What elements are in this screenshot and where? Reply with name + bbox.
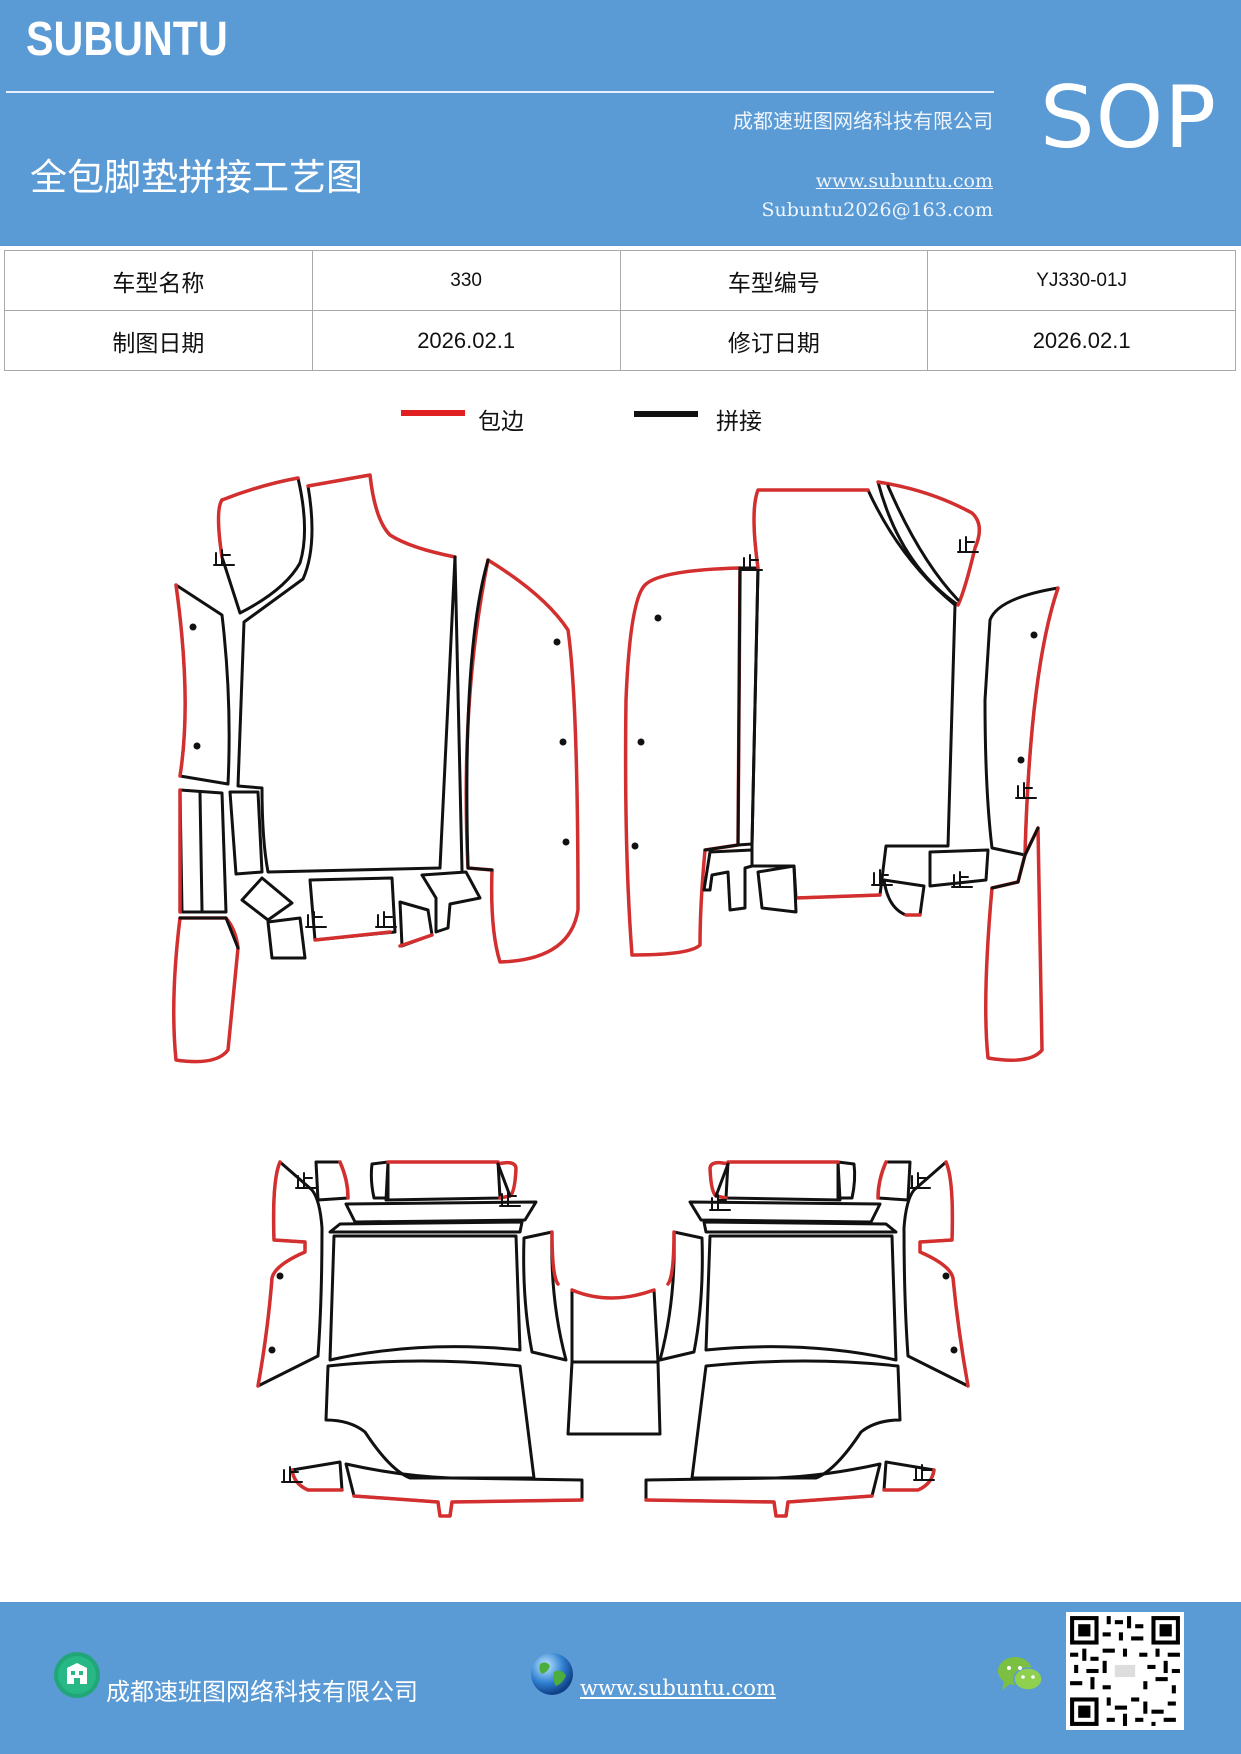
table-row: 制图日期 2026.02.1 修订日期 2026.02.1 xyxy=(4,310,1236,371)
value-revision-date: 2026.02.1 xyxy=(927,310,1236,371)
footer-company-name: 成都速班图网络科技有限公司 xyxy=(106,1678,418,1706)
label-revision-date: 修订日期 xyxy=(619,310,929,371)
qr-code-pattern xyxy=(1066,1612,1184,1730)
building-icon xyxy=(54,1652,100,1698)
header-banner: SUBUNTU 成都速班图网络科技有限公司 全包脚垫拼接工艺图 www.subu… xyxy=(0,0,1241,246)
brand-logo: SUBUNTU xyxy=(26,13,228,66)
table-row: 车型名称 330 车型编号 YJ330-01J xyxy=(4,250,1236,311)
footer-banner: 成都速班图网络科技有限公司 www.subuntu.com xyxy=(0,1602,1241,1754)
vehicle-info-table: 车型名称 330 车型编号 YJ330-01J 制图日期 2026.02.1 修… xyxy=(4,250,1236,371)
header-email: Subuntu2026@163.com xyxy=(761,199,993,221)
legend-edge-swatch xyxy=(401,410,465,416)
header-website-link[interactable]: www.subuntu.com xyxy=(815,170,993,192)
floor-mat-diagram xyxy=(172,473,1060,1518)
legend-edge-label: 包边 xyxy=(478,409,524,435)
wechat-icon[interactable] xyxy=(996,1654,1044,1696)
rear-center-tunnel-piece xyxy=(566,1288,662,1436)
document-title: 全包脚垫拼接工艺图 xyxy=(30,156,363,199)
value-model-code: YJ330-01J xyxy=(927,250,1236,311)
rear-left-mat-group xyxy=(256,1160,584,1518)
value-draw-date: 2026.02.1 xyxy=(311,310,621,371)
footer-website-link[interactable]: www.subuntu.com xyxy=(580,1676,776,1700)
front-right-mat-group xyxy=(623,480,1060,1062)
label-model-code: 车型编号 xyxy=(619,250,929,311)
legend-seam-swatch xyxy=(634,411,698,417)
globe-icon xyxy=(531,1653,573,1695)
label-draw-date: 制图日期 xyxy=(4,310,313,371)
front-left-mat-group xyxy=(172,473,580,1064)
legend-seam-label: 拼接 xyxy=(716,409,762,435)
qr-code xyxy=(1066,1612,1184,1730)
sop-badge: SOP xyxy=(1040,68,1218,168)
header-company-name: 成都速班图网络科技有限公司 xyxy=(733,109,993,133)
header-divider xyxy=(6,91,994,93)
label-model-name: 车型名称 xyxy=(4,250,313,311)
value-model-name: 330 xyxy=(311,250,621,311)
rear-right-mat-group xyxy=(644,1160,970,1518)
